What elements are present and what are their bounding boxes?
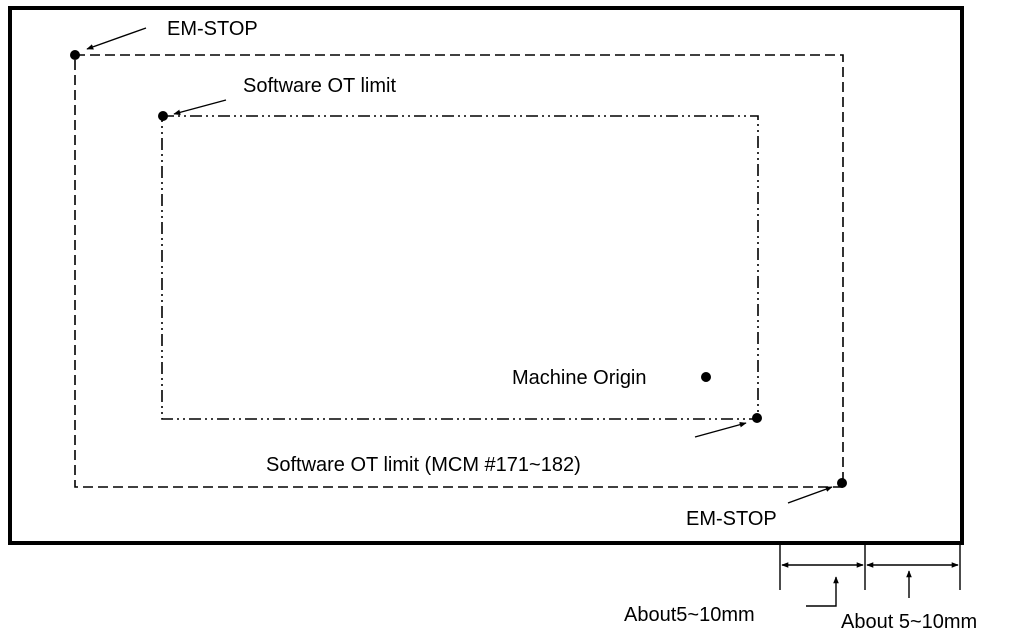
machine-origin-label: Machine Origin bbox=[512, 367, 647, 389]
software-ot-bottom-point bbox=[752, 413, 762, 423]
software-ot-top-label: Software OT limit bbox=[243, 75, 396, 97]
software-ot-top-arrow bbox=[173, 99, 227, 116]
em-stop-top-point bbox=[70, 50, 80, 60]
em-stop-boundary bbox=[74, 54, 844, 488]
software-ot-bottom-label: Software OT limit (MCM #171~182) bbox=[266, 454, 581, 476]
machine-boundary bbox=[8, 6, 964, 545]
em-stop-top-arrow bbox=[86, 27, 147, 50]
dim-left-leader bbox=[806, 576, 839, 607]
dim-right-label: About 5~10mm bbox=[841, 611, 977, 632]
em-stop-top-label: EM-STOP bbox=[167, 18, 258, 40]
em-stop-bottom-label: EM-STOP bbox=[686, 508, 777, 530]
em-stop-bottom-point bbox=[837, 478, 847, 488]
software-ot-bottom-arrow bbox=[694, 421, 747, 438]
machine-origin-point bbox=[701, 372, 711, 382]
software-ot-top-point bbox=[158, 111, 168, 121]
software-ot-boundary bbox=[161, 115, 759, 420]
dim-left-label: About5~10mm bbox=[624, 604, 755, 626]
em-stop-bottom-arrow bbox=[787, 486, 833, 504]
